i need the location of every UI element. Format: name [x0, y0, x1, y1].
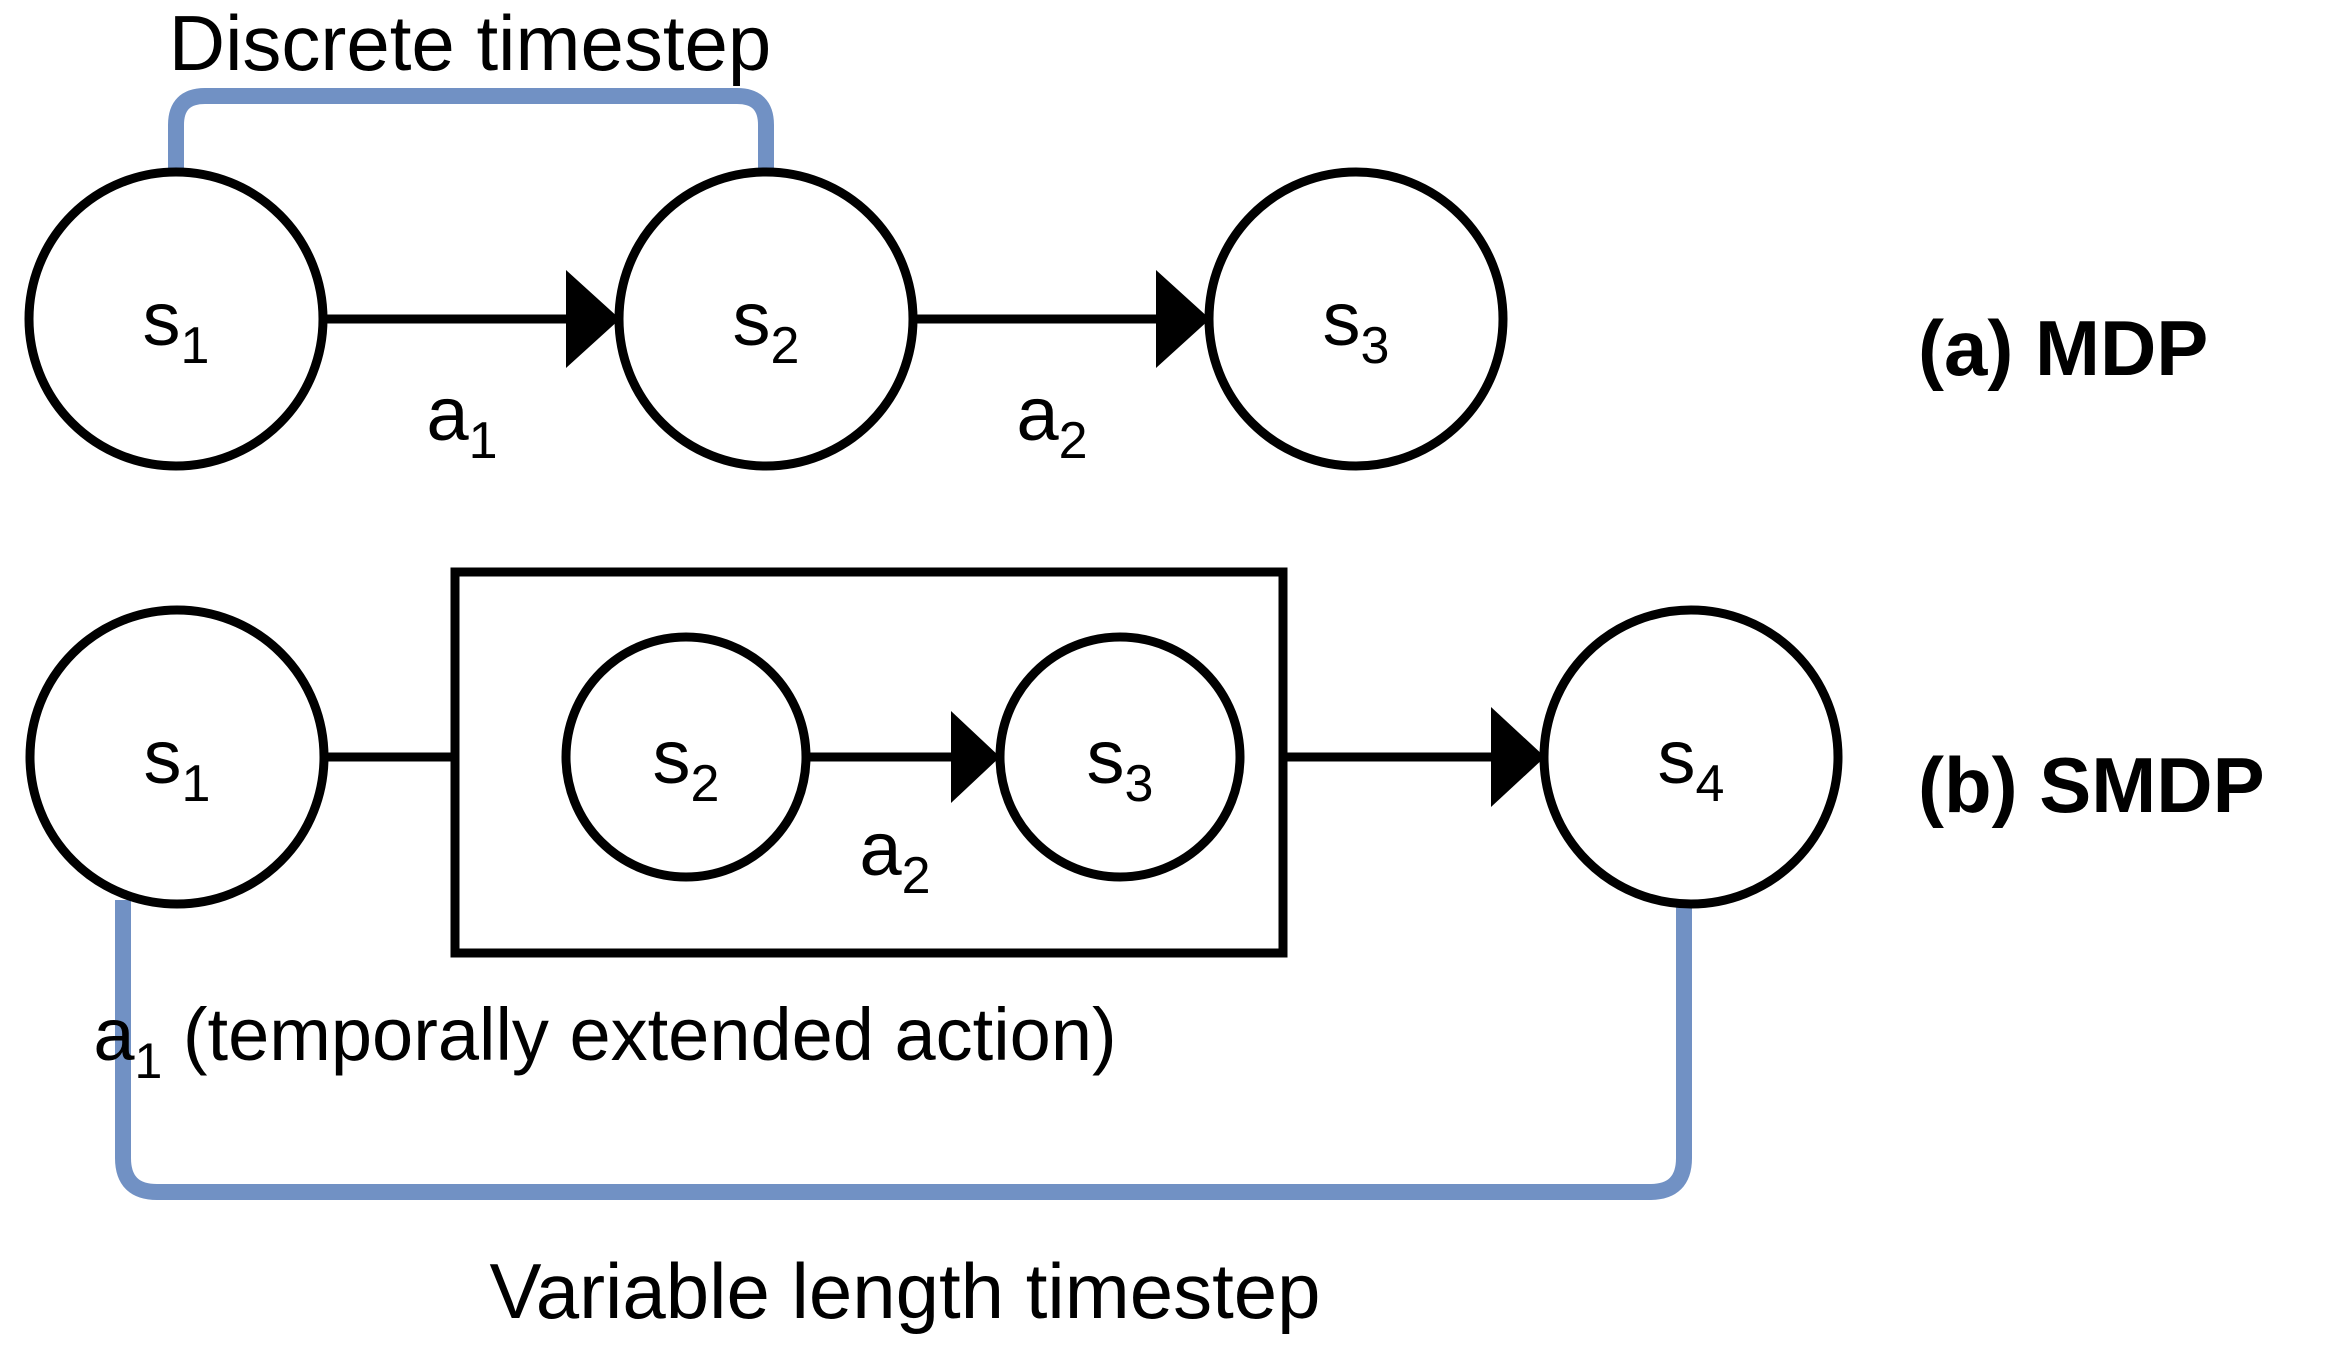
action-label-mdp-a2: a2 — [1016, 372, 1087, 470]
discrete-timestep-label: Discrete timestep — [169, 0, 772, 87]
state-label-smdp-s2: s2 — [653, 715, 720, 813]
variable-length-timestep-bracket — [115, 900, 1692, 1200]
state-node-smdp-s4[interactable] — [1539, 605, 1843, 909]
state-label-mdp-s2: s2 — [733, 277, 800, 375]
state-label-mdp-s1: s1 — [143, 277, 210, 375]
state-node-smdp-s1[interactable] — [25, 605, 329, 909]
state-label-mdp-s3: s3 — [1323, 277, 1390, 375]
option-box[interactable] — [450, 567, 1288, 958]
state-node-mdp-s3[interactable] — [1204, 167, 1508, 471]
arrow-head-smdp-s2-s3 — [951, 711, 1000, 803]
state-label-smdp-s4: s4 — [1658, 715, 1725, 813]
action-label-mdp-a1: a1 — [426, 372, 497, 470]
panel-smdp: s1 s2 s3 s4 a2 a1 (temporally extended a… — [25, 567, 2265, 1335]
panel-mdp: s1 s2 s3 a1 a2 Discrete timestep (a) MDP — [24, 0, 2208, 471]
arrow-head-mdp-s1-s2 — [566, 270, 620, 368]
state-node-smdp-s3[interactable] — [995, 632, 1245, 882]
panel-title-mdp: (a) MDP — [1918, 304, 2208, 392]
arrow-head-mdp-s2-s3 — [1156, 270, 1210, 368]
state-node-mdp-s1[interactable] — [24, 167, 328, 471]
arrow-head-smdp-option-s4 — [1491, 707, 1545, 807]
panel-title-smdp: (b) SMDP — [1918, 741, 2265, 829]
option-caption-label: a1 (temporally extended action) — [93, 993, 1116, 1089]
state-label-smdp-s3: s3 — [1087, 715, 1154, 813]
state-node-mdp-s2[interactable] — [614, 167, 918, 471]
state-label-smdp-s1: s1 — [144, 715, 211, 813]
discrete-timestep-bracket — [168, 88, 774, 170]
action-label-smdp-a2: a2 — [859, 807, 930, 905]
variable-length-timestep-label: Variable length timestep — [489, 1247, 1320, 1335]
state-node-smdp-s2[interactable] — [561, 632, 811, 882]
